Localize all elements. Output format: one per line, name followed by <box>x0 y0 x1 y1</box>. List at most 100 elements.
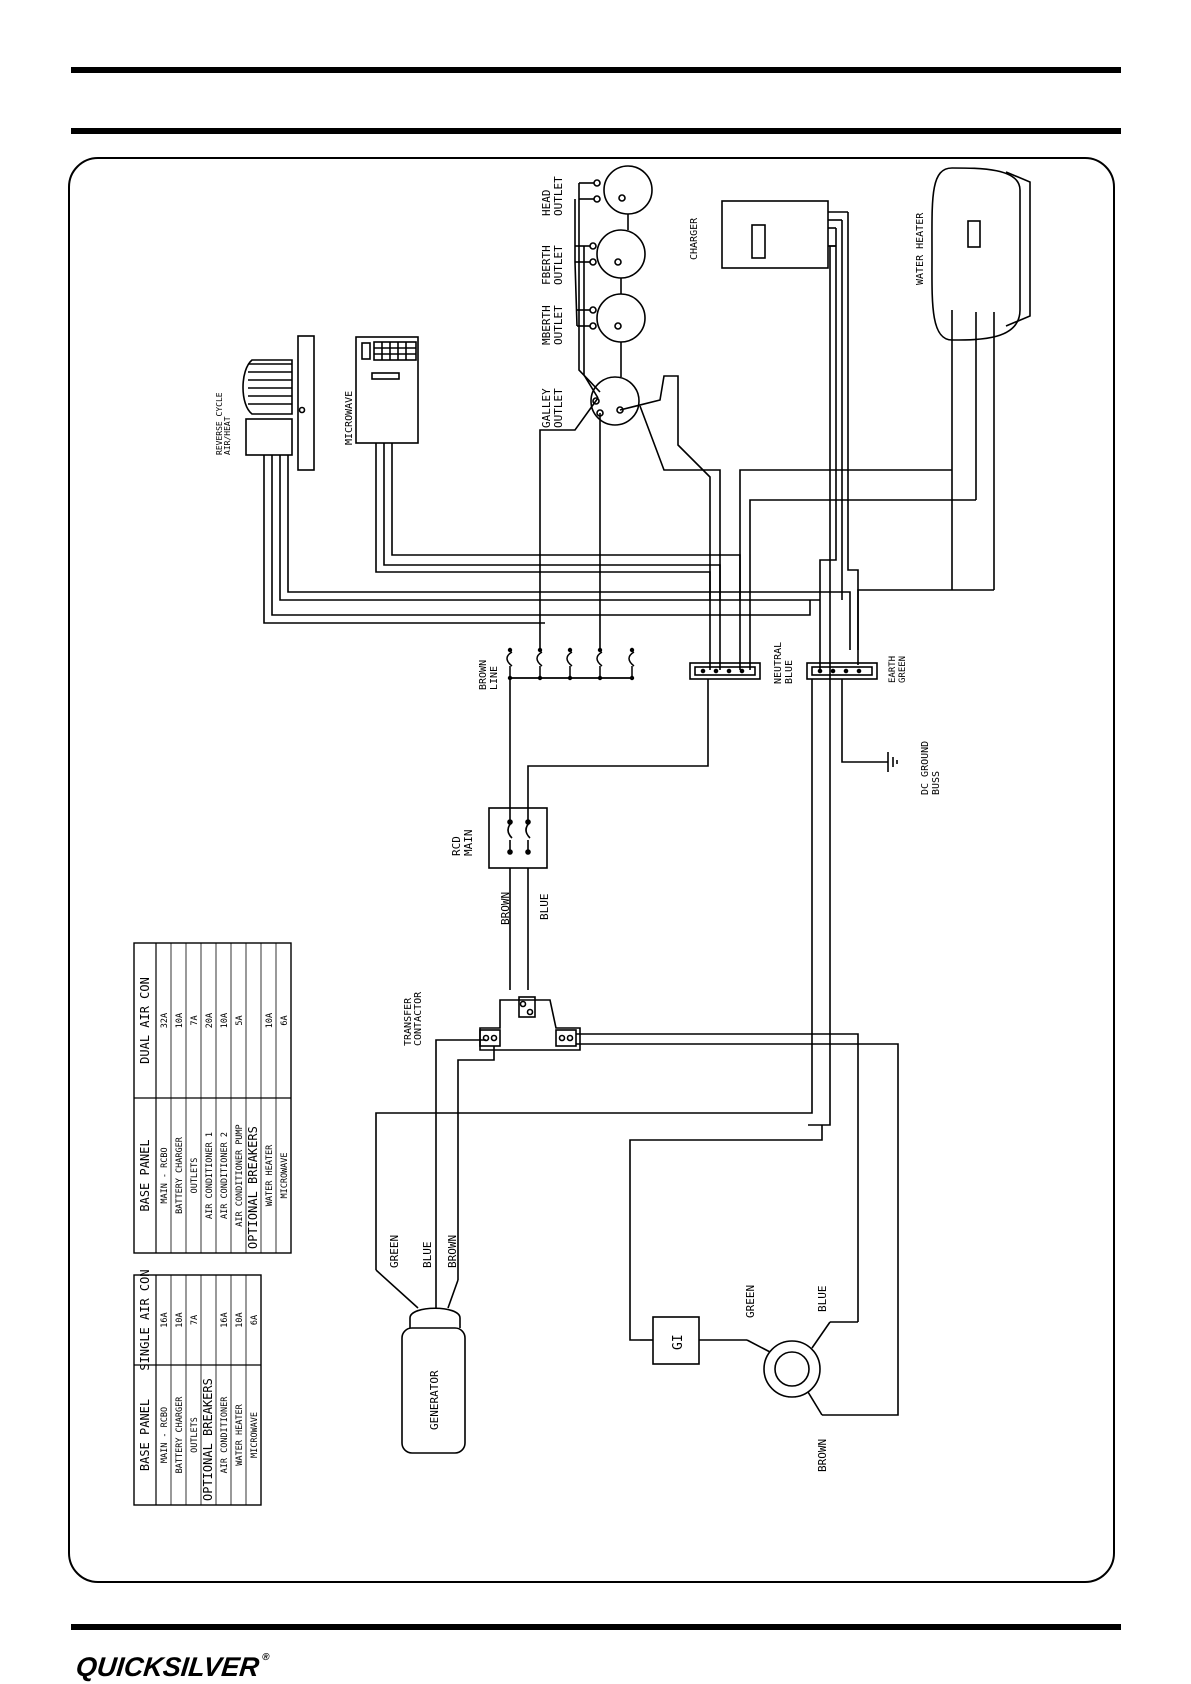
dual-table-row-1-value: 32A <box>160 1013 170 1028</box>
single-table-row-6-value: 10A <box>235 1312 245 1327</box>
earth-bus-bar <box>806 662 878 680</box>
brand-name: QUICKSILVER <box>74 1652 261 1682</box>
dual-table-row-9-label: MICROWAVE <box>280 1152 290 1198</box>
footer-rule <box>71 1624 1121 1630</box>
transfer-contactor-label-2: CONTACTOR <box>413 991 424 1046</box>
water-heater-symbol <box>931 167 1031 590</box>
head-outlet-label-1: HEAD <box>540 190 553 217</box>
single-table-row-1-value: 16A <box>160 1312 170 1327</box>
earth-green-label-2: GREEN <box>898 656 908 683</box>
gi-symbol <box>640 1316 722 1365</box>
dual-table-row-1-label: MAIN - RCBO <box>160 1147 170 1203</box>
single-table-header-1: BASE PANEL <box>138 1399 152 1471</box>
fberth-outlet-label-2: OUTLET <box>552 245 565 285</box>
dual-table-row-8-value: 10A <box>265 1013 275 1028</box>
header-rule <box>71 128 1121 134</box>
dual-table-row-5-label: AIR CONDITIONER 2 <box>220 1132 230 1219</box>
charger-symbol <box>721 200 848 269</box>
dc-ground-label-1: DC GROUND <box>920 741 931 795</box>
fberth-outlet-label-1: FBERTH <box>540 245 553 285</box>
single-table-row-5-label: AIR CONDITIONER <box>220 1396 230 1474</box>
charger-label: CHARGER <box>689 217 700 260</box>
inlet-green-wire-label: GREEN <box>744 1285 757 1318</box>
head-outlet-label-2: OUTLET <box>552 176 565 216</box>
brown-line-label-2: LINE <box>489 666 500 690</box>
galley-outlet-label-1: GALLEY <box>540 388 553 428</box>
rcd-main-label-1: RCD <box>450 836 463 856</box>
single-table-row-2-value: 10A <box>175 1312 185 1327</box>
dual-table-row-2-value: 10A <box>175 1013 185 1028</box>
dual-table-row-9-value: 6A <box>280 1015 290 1025</box>
inlet-blue-wire-label: BLUE <box>816 1286 829 1313</box>
quicksilver-logo: QUICKSILVER® <box>74 1652 270 1683</box>
top-rule <box>71 67 1121 73</box>
reverse-cycle-label-1: REVERSE CYCLE <box>215 392 224 455</box>
fberth-outlet-symbol <box>575 229 646 279</box>
dual-table-row-3-label: OUTLETS <box>190 1158 200 1194</box>
single-table-row-1-label: MAIN - RCBO <box>160 1407 170 1463</box>
reverse-cycle-label-2: AIR/HEAT <box>223 416 232 455</box>
single-table-row-7-label: MICROWAVE <box>250 1412 260 1458</box>
gen-brown-wire-label: BROWN <box>446 1235 459 1268</box>
single-table-row-3-label: OUTLETS <box>190 1417 200 1453</box>
earth-green-label-1: EARTH <box>888 656 898 683</box>
dual-table-header-1: BASE PANEL <box>138 1139 152 1211</box>
mberth-outlet-label-2: OUTLET <box>552 305 565 345</box>
single-table-row-3-value: 7A <box>190 1315 200 1325</box>
rcd-blue-wire-label: BLUE <box>538 894 551 921</box>
dual-table-header-2: DUAL AIR CON <box>138 977 152 1064</box>
reverse-cycle-symbol <box>242 335 315 471</box>
shore-inlet-symbol <box>746 1321 831 1416</box>
brown-line-label-1: BROWN <box>478 660 489 690</box>
single-air-con-table: BASE PANEL SINGLE AIR CON MAIN - RCBO 16A BA… <box>133 1269 262 1506</box>
dual-table-row-2-label: BATTERY CHARGER <box>175 1136 185 1214</box>
gen-green-wire-label: GREEN <box>388 1235 401 1268</box>
neutral-blue-label-2: BLUE <box>784 660 795 684</box>
dual-air-con-table: BASE PANEL DUAL AIR CON MAIN - RCBO 32A BATT… <box>133 942 292 1254</box>
dual-table-row-6-value: 5A <box>235 1015 245 1025</box>
single-table-row-5-value: 16A <box>220 1312 230 1327</box>
registered-mark: ® <box>261 1652 271 1663</box>
generator-label: GENERATOR <box>428 1370 441 1430</box>
single-table-border <box>133 1274 262 1506</box>
dc-ground-label-2: BUSS <box>931 771 942 795</box>
gi-label: GI <box>671 1334 686 1350</box>
dual-table-row-7-label: OPTIONAL BREAKERS <box>246 1126 260 1249</box>
dual-table-row-4-label: AIR CONDITIONER 1 <box>205 1132 215 1219</box>
single-table-row-7-value: 6A <box>250 1315 260 1325</box>
single-table-row-6-label: WATER HEATER <box>235 1403 245 1465</box>
breaker-4 <box>596 647 603 681</box>
single-table-header-2: SINGLE AIR CON <box>138 1269 152 1370</box>
rcd-main-label-2: MAIN <box>462 830 475 857</box>
neutral-blue-label-1: NEUTRAL <box>773 642 784 684</box>
microwave-label: MICROWAVE <box>344 391 355 445</box>
gen-blue-wire-label: BLUE <box>421 1242 434 1269</box>
single-table-row-2-label: BATTERY CHARGER <box>175 1396 185 1474</box>
breaker-row <box>506 647 635 681</box>
microwave-symbol <box>355 336 419 444</box>
breaker-5 <box>628 647 635 681</box>
breaker-3 <box>566 647 573 681</box>
dual-table-row-8-label: WATER HEATER <box>265 1144 275 1206</box>
galley-outlet-label-2: OUTLET <box>552 388 565 428</box>
dual-table-row-6-label: AIR CONDITIONER PUMP <box>235 1124 245 1226</box>
dual-table-row-3-value: 7A <box>190 1015 200 1025</box>
neutral-bus-bar <box>689 662 761 680</box>
rcd-main-symbol <box>488 807 548 869</box>
galley-outlet-symbol <box>590 376 640 426</box>
dual-table-row-5-value: 10A <box>220 1013 230 1028</box>
head-outlet-symbol <box>579 165 653 215</box>
dual-table-row-4-value: 20A <box>205 1013 215 1028</box>
rcd-brown-wire-label: BROWN <box>499 892 512 925</box>
breaker-2 <box>536 647 543 681</box>
mberth-outlet-label-1: MBERTH <box>540 305 553 345</box>
diagram-frame <box>68 157 1115 1583</box>
transfer-contactor-symbol <box>479 996 581 1051</box>
water-heater-label: WATER HEATER <box>915 212 926 285</box>
single-table-row-4-label: OPTIONAL BREAKERS <box>201 1378 215 1501</box>
generator-symbol <box>375 1269 466 1454</box>
inlet-brown-wire-label: BROWN <box>816 1439 829 1472</box>
breaker-1 <box>506 647 513 681</box>
mberth-outlet-symbol <box>577 293 646 343</box>
